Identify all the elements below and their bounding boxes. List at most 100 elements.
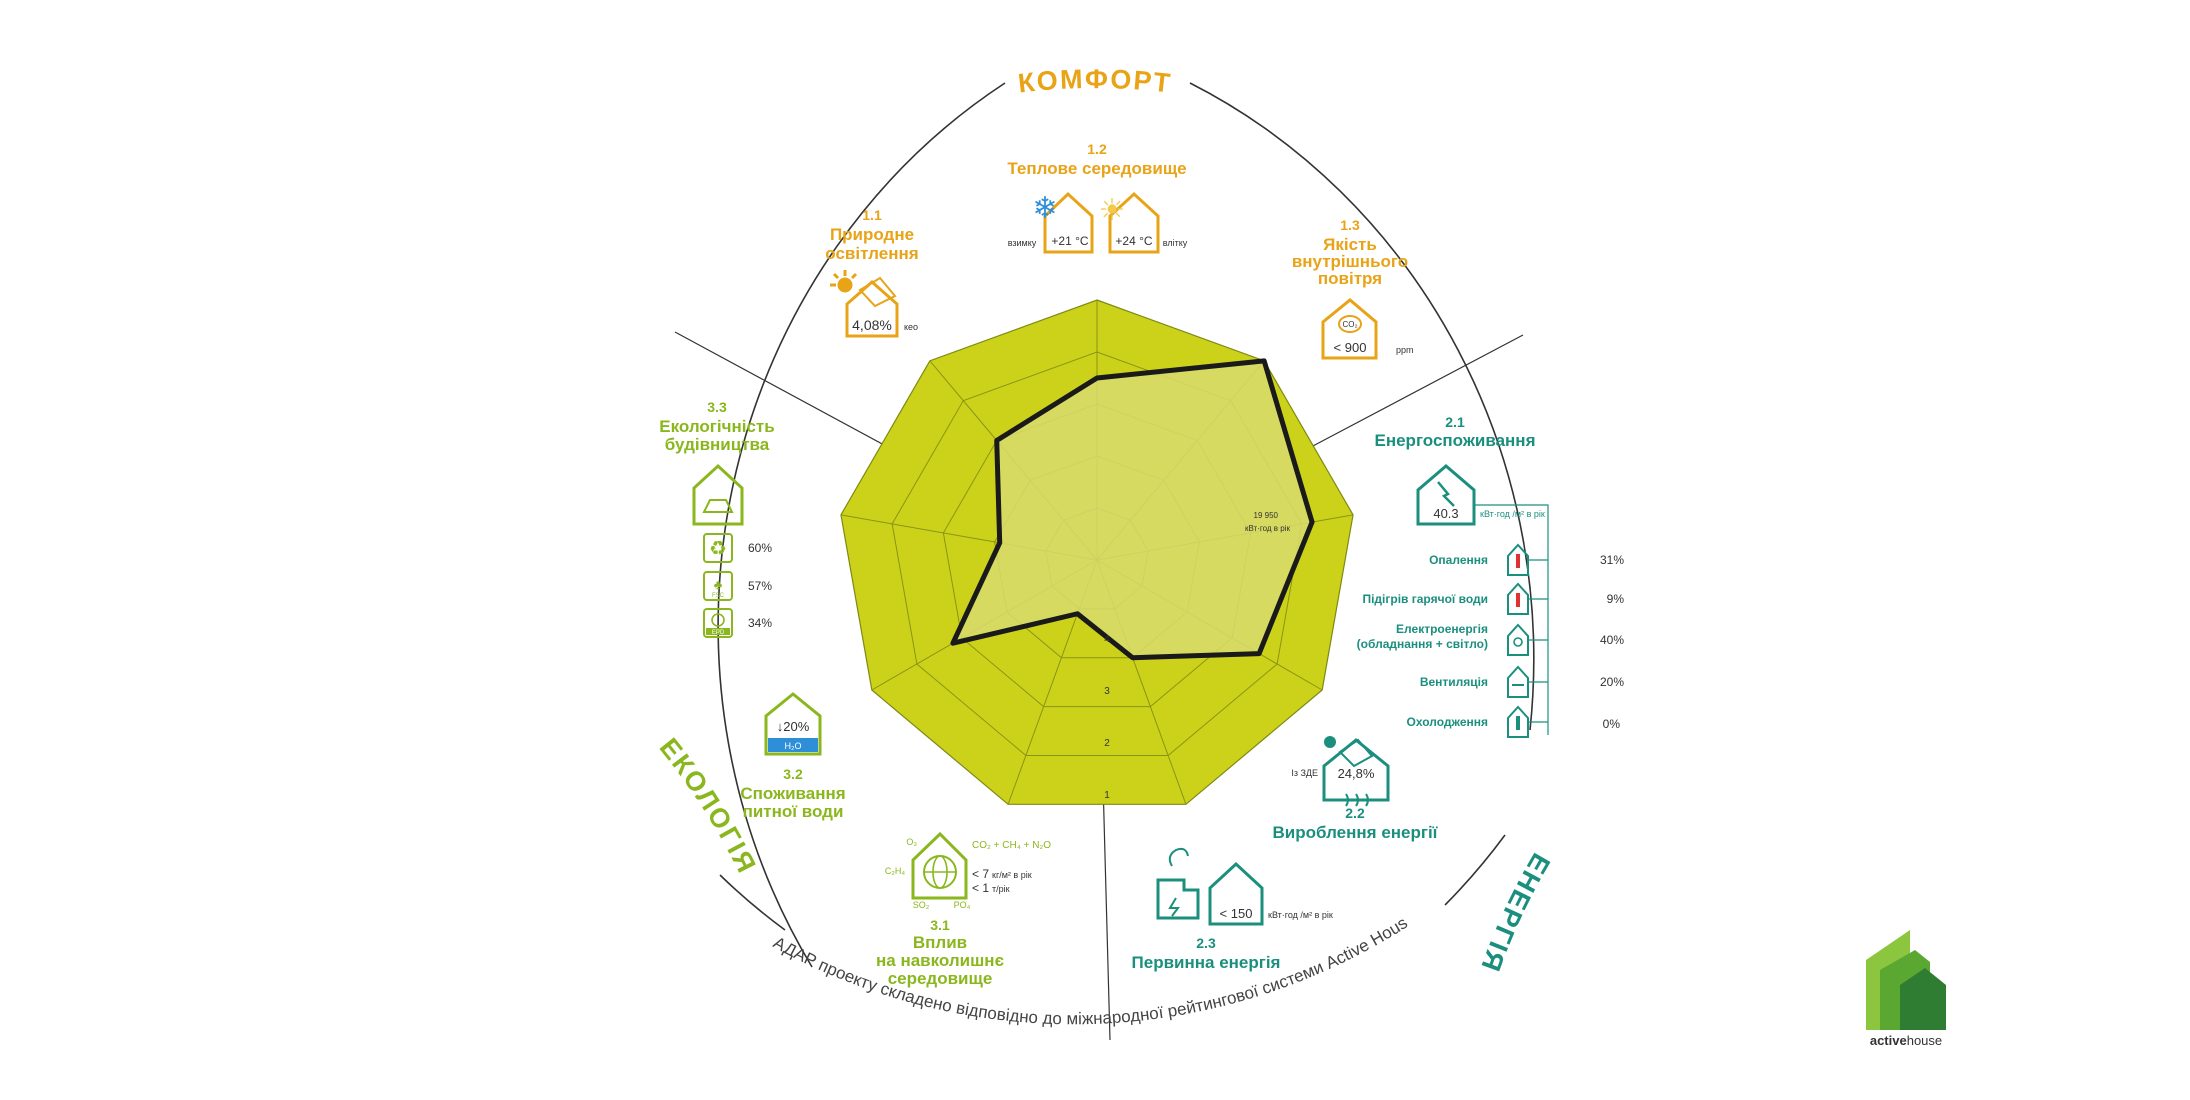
gas-so2: SO₂ <box>913 900 930 910</box>
power-plant-icon <box>1156 847 1200 920</box>
energy-annual-value: 19 950 <box>1254 511 1279 520</box>
fsc-box <box>703 571 733 601</box>
air-quality-unit: ppm <box>1396 345 1414 355</box>
summer-label: влітку <box>1163 238 1188 248</box>
energy-production-house-icon <box>1322 736 1390 807</box>
radar-value-point <box>1131 656 1135 660</box>
criterion-3-1-title-line3: середовище <box>888 969 993 988</box>
winter-value: +21 °C <box>1051 234 1088 248</box>
breakdown-row-cooling: Охолодження 0% <box>1406 705 1621 738</box>
breakdown-row-electricity: Електроенергія (обладнання + світло) 40% <box>1357 622 1624 656</box>
criterion-3-3-title-line1: Екологічність <box>659 417 774 436</box>
cooling-thermometer-icon <box>1516 716 1520 730</box>
thermometer-icon <box>1516 554 1520 568</box>
energy-consumption-unit: кВт·год /м² в рік <box>1480 509 1545 519</box>
primary-energy-unit: кВт·год /м² в рік <box>1268 910 1333 920</box>
criterion-2-2-title: Вироблення енергії <box>1273 823 1439 842</box>
criterion-2-1: 2.1 Енергоспоживання <box>1375 414 1536 450</box>
fsc-label: FSC <box>712 593 725 599</box>
criterion-1-3: 1.3 Якість внутрішнього повітря <box>1292 217 1408 288</box>
radar-value-point <box>998 541 1002 545</box>
impact-value-1: < 7 <box>972 867 989 881</box>
radar-value-point <box>1095 376 1099 380</box>
primary-energy-value: < 150 <box>1220 906 1253 921</box>
radar-value-point <box>995 438 999 442</box>
summer-house-icon <box>1108 191 1160 254</box>
criterion-3-3: 3.3 Екологічність будівництва <box>659 399 774 454</box>
breakdown-label-2: (обладнання + світло) <box>1357 637 1488 651</box>
tree-icon: ♣ <box>714 577 723 592</box>
summer-value: +24 °C <box>1115 234 1152 248</box>
daylight-value: 4,08% <box>852 317 892 333</box>
impact-value-2: < 1 <box>972 881 989 895</box>
energy-consumption-value: 40.3 <box>1433 506 1458 521</box>
outer-ring-left-bottom <box>719 874 786 931</box>
radar-value-point <box>1262 359 1266 363</box>
criterion-1-1-title-line2: освітлення <box>825 244 918 263</box>
winter-label: взимку <box>1008 238 1037 248</box>
breakdown-row-heating: Опалення 31% <box>1429 543 1624 576</box>
fsc-pct: 57% <box>748 579 772 593</box>
criterion-1-1: 1.1 Природне освітлення <box>825 207 918 263</box>
radar-scale-label: 4 <box>1104 634 1110 645</box>
breakdown-label: Охолодження <box>1406 715 1488 729</box>
criterion-1-3-title-line1: Якість <box>1323 235 1377 254</box>
criterion-1-2: 1.2 Теплове середовище <box>1007 141 1186 178</box>
water-badge: H₂O <box>785 741 802 751</box>
gas-po4: PO₄ <box>954 900 971 910</box>
cooling-house-icon <box>1507 705 1529 738</box>
breakdown-pct: 40% <box>1600 633 1624 647</box>
radar-value-point <box>1310 520 1314 524</box>
criterion-3-2-title-line1: Споживання <box>740 784 845 803</box>
outer-ring-top-right <box>1189 82 1535 731</box>
criterion-3-1-title-line2: на навколишнє <box>876 951 1004 970</box>
criterion-2-3-number: 2.3 <box>1196 935 1216 951</box>
criterion-1-3-number: 1.3 <box>1340 217 1360 233</box>
radar-scale-label: 1 <box>1104 790 1110 801</box>
daylight-house-icon <box>830 270 899 338</box>
radar-scale-label: 2 <box>1104 738 1110 749</box>
heating-house-icon <box>1507 543 1529 576</box>
criterion-3-2-number: 3.2 <box>783 766 803 782</box>
epd-label: EPD <box>712 630 725 636</box>
gas-c2h4: C₂H₄ <box>885 866 905 876</box>
electricity-house-icon <box>1507 623 1529 656</box>
criterion-1-1-title-line1: Природне <box>830 225 914 244</box>
epd-pct: 34% <box>748 616 772 630</box>
breakdown-pct: 20% <box>1600 675 1624 689</box>
energy-production-value: 24,8% <box>1338 766 1375 781</box>
epd-label-bg <box>706 628 730 635</box>
energy-consumption-house-icon <box>1416 464 1476 526</box>
recycle-pct: 60% <box>748 541 772 555</box>
breakdown-bracket <box>1474 504 1549 735</box>
breakdown-pct: 9% <box>1607 592 1625 606</box>
radar-chart: 1 2 3 4 <box>840 299 1354 805</box>
radar-value-point <box>951 641 955 645</box>
breakdown-row-hot-water: Підігрів гарячої води 9% <box>1362 582 1625 615</box>
criterion-2-1-number: 2.1 <box>1445 414 1465 430</box>
logo-house-dark <box>1900 968 1946 1030</box>
hot-water-house-icon <box>1507 582 1529 615</box>
criterion-2-2: 2.2 Вироблення енергії <box>1273 805 1439 842</box>
co2-badge: CO₂ <box>1342 320 1357 329</box>
globe-house-icon <box>911 831 968 900</box>
section-title-energy: ЕНЕРГІЯ <box>1475 848 1556 977</box>
energy-production-prefix: Із ЗДЕ <box>1291 768 1318 778</box>
criterion-2-3: 2.3 Первинна енергія <box>1132 935 1281 972</box>
impact-unit-2: т/рік <box>992 884 1010 894</box>
snowflake-icon: ❄ <box>1032 192 1057 225</box>
breakdown-pct: 0% <box>1603 717 1621 731</box>
air-quality-value: < 900 <box>1334 340 1367 355</box>
criterion-2-3-title: Первинна енергія <box>1132 953 1281 972</box>
logo-text-light: house <box>1907 1033 1942 1048</box>
criterion-3-2-title-line2: питної води <box>743 802 844 821</box>
criterion-1-2-number: 1.2 <box>1087 141 1107 157</box>
primary-energy-house-icon <box>1208 861 1264 926</box>
radar-scale-label: 3 <box>1104 686 1110 697</box>
air-quality-house-icon <box>1321 298 1378 360</box>
criterion-3-1-title-line1: Вплив <box>913 933 967 952</box>
recycle-box <box>703 533 733 563</box>
winter-house-icon <box>1043 191 1094 254</box>
radar-value-point <box>1257 652 1261 656</box>
